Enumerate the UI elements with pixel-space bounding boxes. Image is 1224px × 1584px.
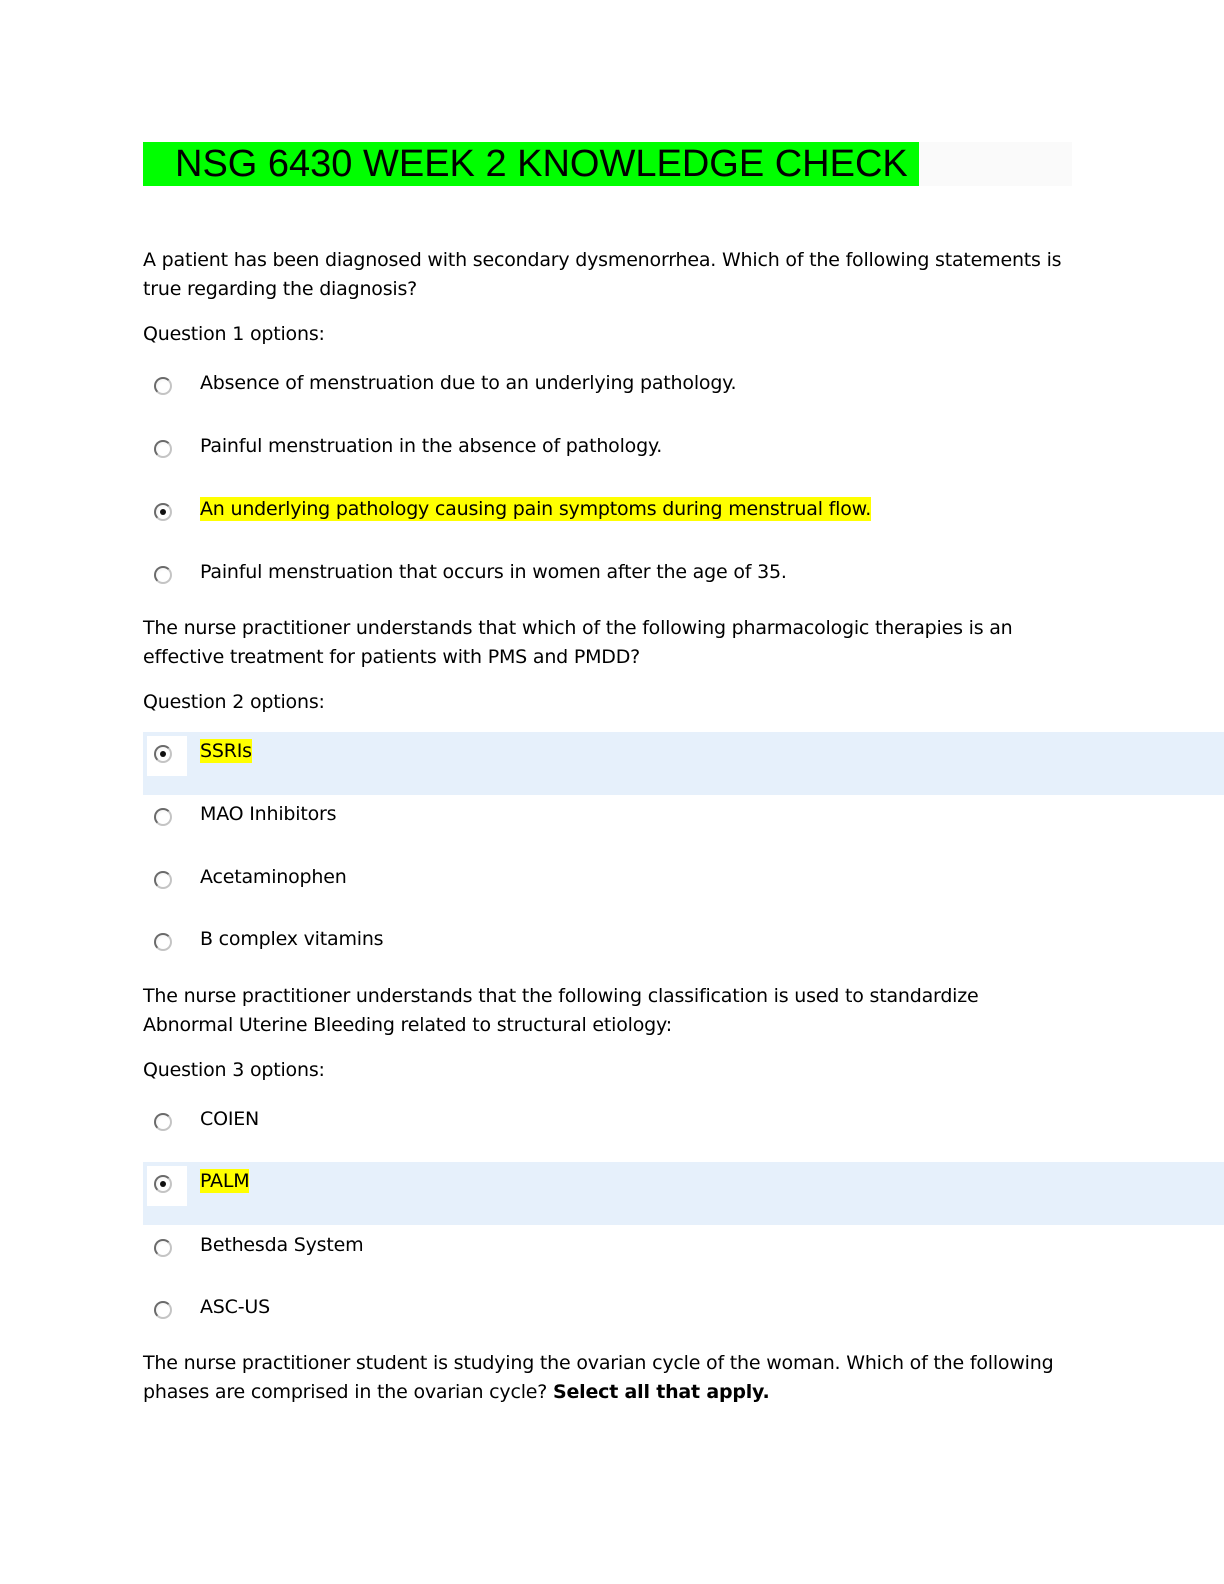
q2-option-2[interactable]: MAO Inhibitors [143, 799, 1224, 833]
radio-button-checked-icon[interactable] [154, 745, 172, 763]
radio-button-icon[interactable] [154, 933, 172, 951]
option-label: MAO Inhibitors [200, 803, 337, 825]
radio-button-icon[interactable] [154, 377, 172, 395]
option-label: COIEN [200, 1108, 260, 1130]
q1-option-2[interactable]: Painful menstruation in the absence of p… [143, 431, 1224, 465]
radio-button-icon[interactable] [154, 808, 172, 826]
option-label: Painful menstruation that occurs in wome… [200, 561, 787, 583]
question-3-options-label: Question 3 options: [143, 1059, 325, 1081]
question-2-text: The nurse practitioner understands that … [143, 617, 1013, 668]
q1-option-4[interactable]: Painful menstruation that occurs in wome… [143, 557, 1224, 591]
q1-option-1[interactable]: Absence of menstruation due to an underl… [143, 368, 1224, 402]
radio-button-icon[interactable] [154, 566, 172, 584]
q3-option-3[interactable]: Bethesda System [143, 1230, 1224, 1264]
question-3-text: The nurse practitioner understands that … [143, 985, 979, 1036]
question-4-text: The nurse practitioner student is studyi… [143, 1349, 1073, 1407]
option-label: Absence of menstruation due to an underl… [200, 372, 737, 394]
q2-option-1-selected[interactable]: SSRIs [143, 732, 1224, 795]
q3-option-4[interactable]: ASC-US [143, 1292, 1224, 1326]
option-label-highlighted: An underlying pathology causing pain sym… [200, 497, 872, 521]
question-1-text: A patient has been diagnosed with second… [143, 249, 1062, 300]
q1-option-3-selected[interactable]: An underlying pathology causing pain sym… [143, 494, 1224, 528]
option-label: B complex vitamins [200, 928, 384, 950]
radio-button-icon[interactable] [154, 440, 172, 458]
document-page: NSG 6430 WEEK 2 KNOWLEDGE CHECK A patien… [143, 0, 1224, 1584]
radio-button-icon[interactable] [154, 871, 172, 889]
radio-button-icon[interactable] [154, 1113, 172, 1131]
q3-option-1[interactable]: COIEN [143, 1104, 1224, 1138]
option-label: ASC-US [200, 1296, 270, 1318]
question-4-emphasis: Select all that apply. [553, 1381, 770, 1403]
question-2-options-label: Question 2 options: [143, 691, 325, 713]
q2-option-4[interactable]: B complex vitamins [143, 924, 1224, 958]
radio-button-icon[interactable] [154, 1239, 172, 1257]
radio-button-checked-icon[interactable] [154, 503, 172, 521]
question-4-body: The nurse practitioner student is studyi… [143, 1352, 1054, 1403]
title-highlight [143, 142, 919, 186]
option-label: Acetaminophen [200, 866, 347, 888]
title-banner: NSG 6430 WEEK 2 KNOWLEDGE CHECK [143, 142, 1072, 186]
option-label: Bethesda System [200, 1234, 364, 1256]
q3-option-2-selected[interactable]: PALM [143, 1162, 1224, 1225]
option-label-highlighted: SSRIs [200, 739, 252, 763]
option-label: Painful menstruation in the absence of p… [200, 435, 663, 457]
q2-option-3[interactable]: Acetaminophen [143, 862, 1224, 896]
option-label-highlighted: PALM [200, 1169, 250, 1193]
question-1-options-label: Question 1 options: [143, 323, 325, 345]
radio-button-icon[interactable] [154, 1301, 172, 1319]
radio-button-checked-icon[interactable] [154, 1175, 172, 1193]
page-title: NSG 6430 WEEK 2 KNOWLEDGE CHECK [175, 143, 908, 185]
